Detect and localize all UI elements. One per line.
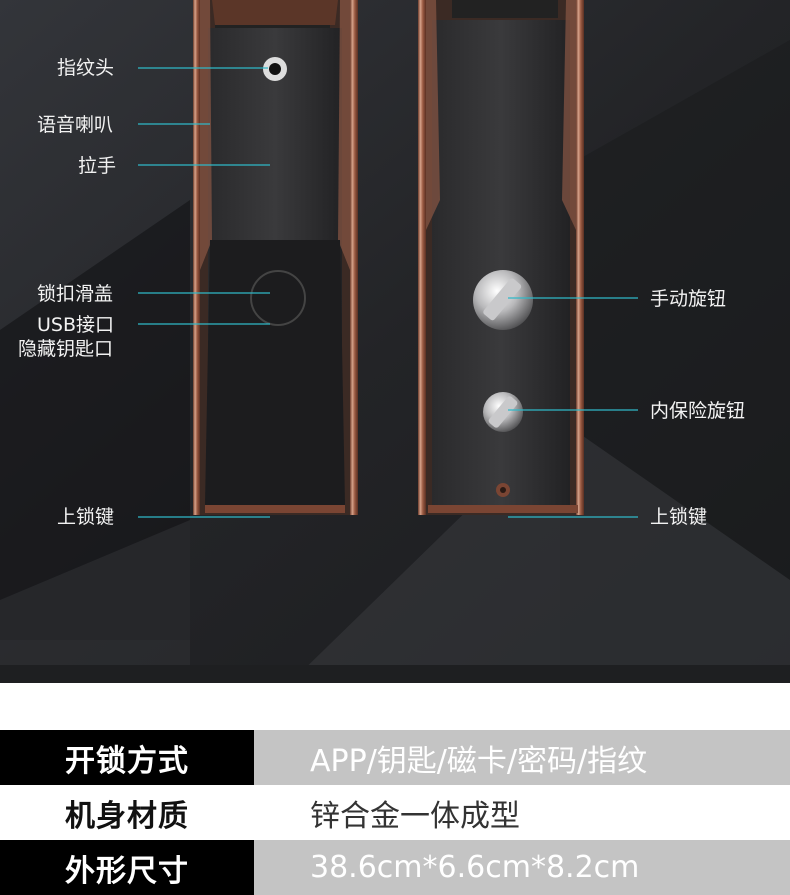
back-lock-panel [418,0,584,515]
callout-speaker: 语音喇叭 [37,114,114,136]
callout-fingerprint: 指纹头 [57,57,115,79]
spec-row-material: 机身材质 锌合金一体成型 [0,785,790,840]
front-lock-panel [193,0,358,515]
callout-lock-key-left: 上锁键 [57,506,115,528]
lock-illustration [0,0,790,683]
callout-lines [138,67,638,518]
callout-hidden-keyhole: 隐藏钥匙口 [18,338,114,360]
spec-label: 外形尺寸 [0,840,254,895]
callout-handle: 拉手 [78,155,117,177]
spec-value: 38.6cm*6.6cm*8.2cm [254,840,790,895]
spec-table: 开锁方式 APP/钥匙/磁卡/密码/指纹 机身材质 锌合金一体成型 外形尺寸 3… [0,730,790,895]
spec-row-unlock-method: 开锁方式 APP/钥匙/磁卡/密码/指纹 [0,730,790,785]
callout-slide-cover: 锁扣滑盖 [37,283,114,305]
callout-manual-knob: 手动旋钮 [650,288,727,310]
callout-lock-key-right: 上锁键 [650,506,708,528]
spec-value: 锌合金一体成型 [254,785,790,840]
spec-row-dimensions: 外形尺寸 38.6cm*6.6cm*8.2cm [0,840,790,895]
callout-usb: USB接口 [37,314,115,336]
product-hero-image: 指纹头 语音喇叭 拉手 锁扣滑盖 USB接口 隐藏钥匙口 上锁键 手动旋钮 内保… [0,0,790,683]
spec-label: 机身材质 [0,785,254,840]
spec-value: APP/钥匙/磁卡/密码/指纹 [254,730,790,785]
callout-safety-knob: 内保险旋钮 [650,400,746,422]
spec-label: 开锁方式 [0,730,254,785]
